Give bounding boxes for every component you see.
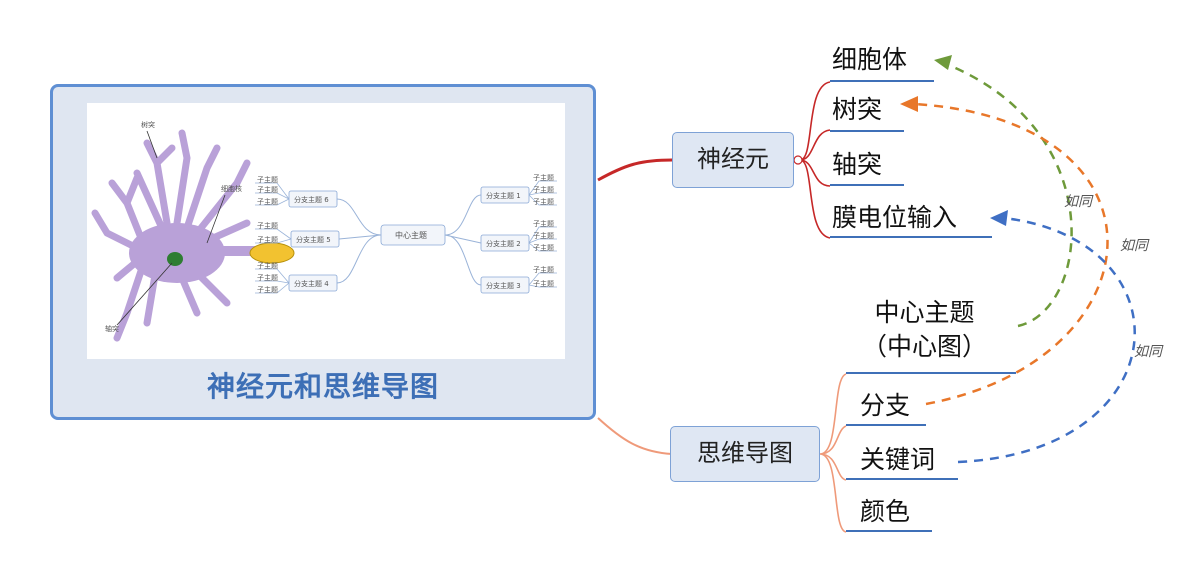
relation-label-orange: 如同	[1120, 238, 1150, 254]
mini-sub-14: 子主题	[533, 243, 554, 252]
topic-mindmap-label: 思维导图	[697, 439, 793, 467]
arrowhead-blue	[990, 210, 1008, 226]
illustration-svg: 树突 细胞核 轴突 中心主题 分支主题 6 分支主题 5 分支主题 4 分支主题…	[91, 120, 557, 342]
mindmap-leaf-bracket	[819, 373, 847, 533]
leaf-membrane-input[interactable]: 膜电位输入	[832, 203, 958, 232]
mini-sub-10: 子主题	[533, 185, 554, 194]
central-illustration: 树突 细胞核 轴突 中心主题 分支主题 6 分支主题 5 分支主题 4 分支主题…	[87, 103, 565, 359]
arrowhead-orange	[900, 96, 918, 112]
leaf-underline	[830, 130, 904, 132]
mini-sub-1: 子主题	[257, 175, 278, 184]
neuron-illustration: 树突 细胞核 轴突	[91, 120, 295, 342]
branch-line-neuron	[597, 158, 673, 182]
relation-arrow-orange	[913, 102, 1109, 406]
leaf-underline	[830, 236, 992, 238]
mini-sub-2: 子主题	[257, 185, 278, 194]
neuron-leaf-node	[793, 155, 803, 165]
arrowhead-green	[934, 55, 952, 70]
leaf-axon[interactable]: 轴突	[832, 150, 883, 179]
leaf-keyword[interactable]: 关键词	[860, 445, 936, 474]
leaf-underline	[846, 478, 958, 480]
leaf-branch[interactable]: 分支	[860, 391, 911, 420]
mindmap-illustration: 中心主题 分支主题 6 分支主题 5 分支主题 4 分支主题 1 分支主题 2 …	[255, 173, 557, 294]
neuron-leaf-bracket	[799, 81, 831, 239]
mini-center-text: 中心主题	[395, 230, 427, 240]
neuron-label-axon: 轴突	[105, 324, 119, 333]
mini-branch-3: 分支主题 3	[486, 281, 521, 290]
leaf-underline	[846, 372, 1016, 374]
mini-sub-13: 子主题	[533, 231, 554, 240]
relation-arrow-blue	[957, 216, 1136, 464]
leaf-central-topic[interactable]: 中心主题 （中心图）	[862, 298, 988, 361]
mini-sub-11: 子主题	[533, 197, 554, 206]
leaf-underline	[846, 530, 932, 532]
topic-neuron-label: 神经元	[697, 145, 769, 173]
relation-arrow-green	[945, 62, 1073, 328]
relation-label-blue: 如同	[1134, 344, 1164, 360]
topic-mindmap[interactable]: 思维导图	[670, 426, 820, 482]
mini-sub-3: 子主题	[257, 197, 278, 206]
mini-sub-7: 子主题	[257, 273, 278, 282]
leaf-cell-body[interactable]: 细胞体	[832, 45, 908, 74]
mini-branch-2: 分支主题 2	[486, 239, 521, 248]
leaf-underline	[846, 424, 926, 426]
central-title: 神经元和思维导图	[206, 370, 439, 403]
mini-sub-12: 子主题	[533, 219, 554, 228]
leaf-underline	[830, 184, 904, 186]
mini-branch-4: 分支主题 4	[294, 279, 329, 288]
mini-sub-4: 子主题	[257, 221, 278, 230]
mini-branch-6: 分支主题 6	[294, 195, 329, 204]
mini-sub-15: 子主题	[533, 265, 554, 274]
mini-sub-9: 子主题	[533, 173, 554, 182]
neuron-label-nucleus: 细胞核	[221, 184, 242, 193]
mini-branch-1: 分支主题 1	[486, 191, 521, 200]
topic-neuron[interactable]: 神经元	[672, 132, 794, 188]
mini-branch-5: 分支主题 5	[296, 235, 331, 244]
leaf-dendrite[interactable]: 树突	[832, 95, 883, 124]
mini-sub-8: 子主题	[257, 285, 278, 294]
branch-line-mindmap	[597, 417, 673, 455]
mini-sub-6: 子主题	[257, 261, 278, 270]
mini-sub-5: 子主题	[257, 235, 278, 244]
mini-sub-16: 子主题	[533, 279, 554, 288]
leaf-color[interactable]: 颜色	[860, 497, 911, 526]
leaf-underline	[830, 80, 934, 82]
relation-label-green: 如同	[1064, 194, 1094, 210]
central-topic-card: 树突 细胞核 轴突 中心主题 分支主题 6 分支主题 5 分支主题 4 分支主题…	[50, 84, 596, 420]
neuron-label-dendrite: 树突	[141, 120, 155, 129]
